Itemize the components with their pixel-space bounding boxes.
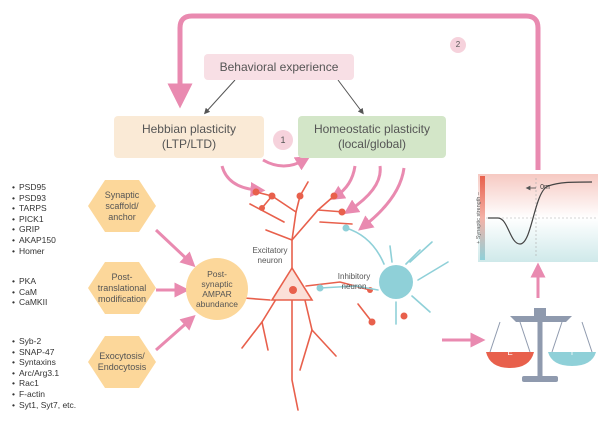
feedback-loop-arrow (167, 13, 541, 170)
ptm-line-2: translational (97, 282, 147, 293)
ptm-line-1: Post- (111, 271, 133, 282)
excitatory-label-line-1: Excitatory (252, 246, 288, 255)
hebbian-title: Hebbian plasticity (141, 122, 237, 136)
inhibitory-synapse-1 (342, 224, 350, 232)
hebbian-plasticity-box: Hebbian plasticity (LTP/LTD) (114, 116, 264, 158)
inhibitory-label-line-1: Inhibitory (337, 272, 371, 281)
arrow-behavioral-to-hebbian (203, 79, 236, 115)
graph-y-axis-label: + Synaptic strength – (476, 192, 482, 244)
ptm-line-3: modification (97, 293, 147, 304)
ampar-circle: Post- synaptic AMPAR abundance (186, 258, 248, 320)
list-item: PSD93 (12, 193, 56, 204)
excitatory-neuron-label: Excitatory neuron (240, 246, 300, 266)
balance-i-label: I (570, 348, 574, 357)
list-item: CaM (12, 287, 47, 298)
excitatory-label-line-2: neuron (257, 256, 283, 265)
list-item: GRIP (12, 224, 56, 235)
scaffold-line-3: anchor (108, 211, 136, 222)
ptm-molecule-list: PKA CaM CaMKII (12, 276, 47, 308)
exo-line-1: Exocytosis/ (99, 351, 145, 361)
excitatory-synapses (252, 188, 408, 326)
arrow-behavioral-to-homeostatic (337, 79, 364, 115)
list-item: AKAP150 (12, 235, 56, 246)
behavioral-experience-label: Behavioral experience (219, 60, 339, 74)
excitatory-nucleus (289, 286, 297, 294)
homeostatic-plasticity-box: Homeostatic plasticity (local/global) (298, 116, 446, 158)
list-item: Rac1 (12, 378, 76, 389)
graph-y-bar (480, 176, 485, 260)
inhibitory-label-line-2: neuron (341, 282, 367, 291)
inhibitory-synapse-2 (316, 284, 324, 292)
homeostatic-subtitle: (local/global) (337, 137, 407, 151)
list-item: Syntaxins (12, 357, 76, 368)
scaffold-molecule-list: PSD95 PSD93 TARPS PICK1 GRIP AKAP150 Hom… (12, 182, 56, 256)
ampar-line-4: abundance (195, 299, 239, 309)
scaffold-line-2: scaffold/ (105, 200, 139, 211)
ampar-line-1: Post- (207, 269, 227, 279)
inhibitory-neuron (319, 227, 449, 325)
step-2-badge (450, 37, 466, 53)
balance-left-pan (486, 352, 534, 368)
arrow-scaffold-to-ampar (154, 228, 196, 268)
graph-marker-label: 0m (540, 184, 550, 191)
list-item: Arc/Arg3.1 (12, 368, 76, 379)
ampar-line-2: synaptic (201, 279, 233, 289)
arrow-hebbian-to-synapse (220, 165, 266, 197)
arrow-hebbian-to-homeostatic (262, 156, 311, 171)
graph-curve (488, 181, 593, 245)
list-item: Syb-2 (12, 336, 76, 347)
scaffold-line-1: Synaptic (104, 189, 140, 200)
list-item: Homer (12, 246, 56, 257)
list-item: PICK1 (12, 214, 56, 225)
list-item: CaMKII (12, 297, 47, 308)
inhibitory-soma (379, 265, 413, 299)
arrow-homeostatic-to-synapse-2 (343, 165, 382, 215)
step-1-label: 1 (280, 135, 286, 145)
behavioral-experience-box: Behavioral experience (204, 54, 354, 80)
exo-molecule-list: Syb-2 SNAP-47 Syntaxins Arc/Arg3.1 Rac1 … (12, 336, 76, 410)
list-item: PSD95 (12, 182, 56, 193)
ampar-line-3: AMPAR (202, 289, 232, 299)
excitatory-neuron (241, 181, 373, 411)
hebbian-subtitle: (LTP/LTD) (161, 137, 217, 151)
balance-e-label: E (507, 348, 513, 357)
arrow-exo-to-ampar (155, 315, 196, 352)
inhibitory-neuron-label: Inhibitory neuron (324, 272, 384, 292)
list-item: F-actin (12, 389, 76, 400)
list-item: TARPS (12, 203, 56, 214)
list-item: Syt1, Syt7, etc. (12, 400, 76, 411)
ei-balance-scale (486, 308, 596, 382)
list-item: SNAP-47 (12, 347, 76, 358)
step-1-badge (273, 130, 293, 150)
synaptic-strength-graph (478, 174, 598, 262)
homeostatic-title: Homeostatic plasticity (313, 122, 431, 136)
arrow-homeostatic-to-synapse-1 (329, 165, 357, 200)
step-2-label: 2 (455, 40, 461, 49)
list-item: PKA (12, 276, 47, 287)
balance-right-pan (548, 352, 596, 366)
excitatory-soma (270, 266, 314, 301)
arrow-homeostatic-to-synapse-3 (358, 167, 406, 231)
exo-line-2: Endocytosis (97, 362, 147, 372)
